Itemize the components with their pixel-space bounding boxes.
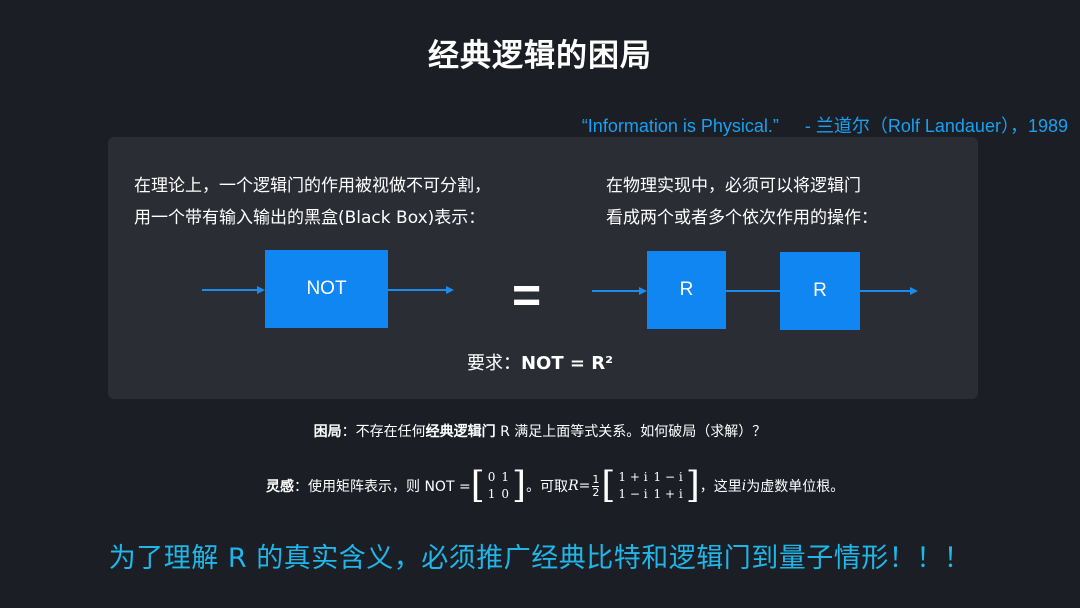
one-half-fraction: 1 2	[592, 472, 600, 499]
not-matrix-cell: 0	[487, 470, 496, 484]
r-matrix-cell: 1 − i	[653, 470, 683, 484]
r-matrix-cell: 1 − i	[618, 487, 648, 501]
not-matrix-cell: 0	[501, 487, 510, 501]
r-matrix-cell: 1 + i	[618, 470, 648, 484]
r-matrix-cell: 1 + i	[653, 487, 683, 501]
theory-line-1: 在理论上，一个逻辑门的作用被视做不可分割，	[134, 176, 491, 196]
page-title: 经典逻辑的困局	[428, 38, 652, 74]
landauer-quote: “Information is Physical.” - 兰道尔（Rolf Lan…	[582, 112, 1068, 138]
dilemma-text-2: R 满足上面等式关系。如何破局（求解）？	[495, 424, 767, 440]
not-matrix-cell: 1	[487, 487, 496, 501]
not-gate-box: NOT	[265, 250, 388, 328]
physical-line-1: 在物理实现中，必须可以将逻辑门	[606, 176, 861, 196]
fraction-numerator: 1	[592, 472, 600, 487]
r-gate-box-1: R	[647, 251, 726, 329]
requirement-line: 要求：NOT = R²	[0, 349, 1080, 375]
requirement-formula: NOT = R²	[520, 353, 613, 374]
equals-sign: =	[512, 267, 542, 323]
inspiration-text-4: 为虚数单位根。	[746, 479, 845, 495]
r-gate-box-2: R	[780, 252, 860, 330]
quote-text: “Information is Physical.”	[581, 116, 779, 136]
not-matrix-cell: 1	[501, 470, 510, 484]
conclusion-line: 为了理解 R 的真实含义，必须推广经典比特和逻辑门到量子情形！！！	[108, 543, 972, 574]
dilemma-line: 困局：不存在任何经典逻辑门 R 满足上面等式关系。如何破局（求解）？	[0, 421, 1080, 441]
physical-description: 在物理实现中，必须可以将逻辑门 看成两个或者多个依次作用的操作：	[606, 170, 878, 234]
dilemma-text-1: ：不存在任何	[341, 424, 426, 440]
dilemma-label: 困局	[313, 424, 342, 440]
physical-line-2: 看成两个或者多个依次作用的操作：	[606, 208, 878, 228]
inspiration-label: 灵感	[266, 479, 294, 495]
theory-description: 在理论上，一个逻辑门的作用被视做不可分割， 用一个带有输入输出的黑盒(Black…	[134, 170, 491, 234]
requirement-label: 要求：	[466, 353, 521, 374]
inspiration-text-1: ：使用矩阵表示，则 NOT =	[294, 479, 471, 495]
theory-line-2: 用一个带有输入输出的黑盒(Black Box)表示：	[134, 208, 486, 228]
fraction-denominator: 2	[592, 485, 600, 499]
imaginary-unit: i	[741, 478, 747, 494]
r-symbol: R	[568, 478, 579, 494]
inspiration-text-2: 。可取	[526, 479, 569, 495]
quote-author: - 兰道尔（Rolf Landauer），1989	[804, 116, 1068, 136]
r-equals: =	[578, 478, 591, 494]
dilemma-emphasis: 经典逻辑门	[425, 424, 496, 440]
inspiration-text-3: ，这里	[699, 479, 742, 495]
